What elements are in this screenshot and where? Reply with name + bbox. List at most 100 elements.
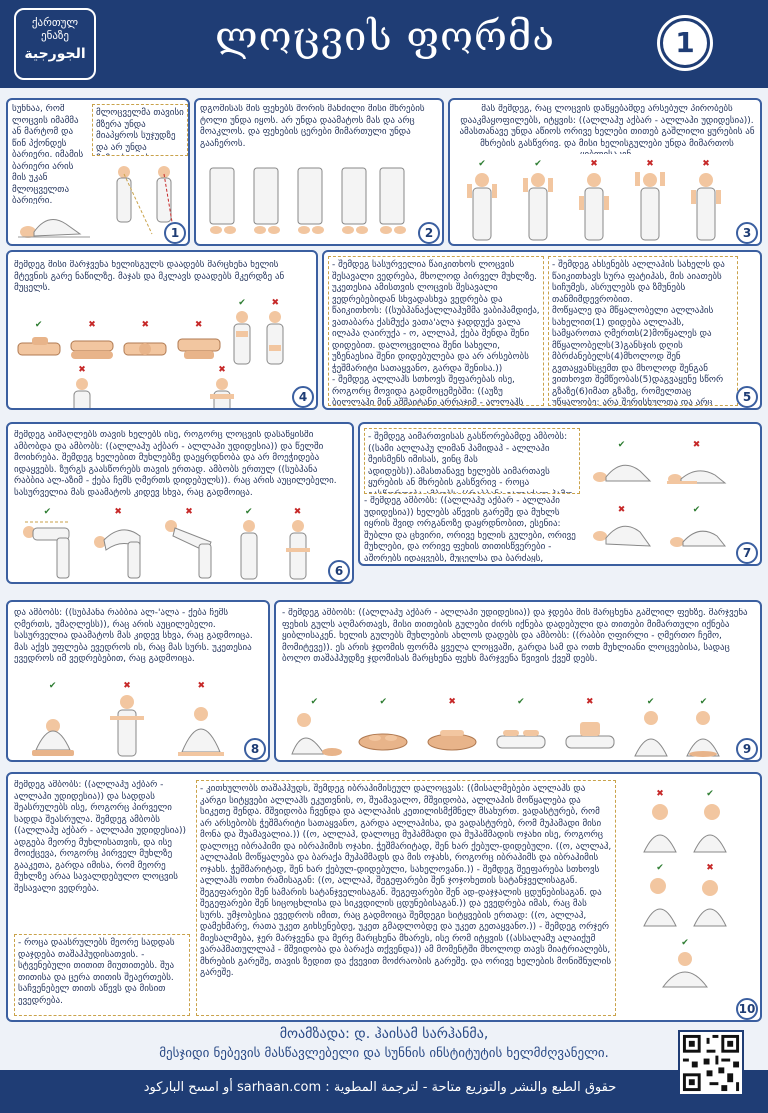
- cross-icon: ✖: [448, 697, 456, 707]
- figure: ✔: [638, 863, 682, 928]
- panel-5-text-2a: - შემდეგ ახსენებს ალლაჰის სახელს და წაიკ…: [552, 260, 725, 305]
- cross-icon: ✖: [617, 505, 626, 515]
- figure: ✔: [665, 505, 729, 550]
- panel-7-text-1: - შემდეგ აიმართვისას გასწორებამდე ამბობს…: [364, 428, 580, 494]
- figure: ✔: [21, 507, 73, 580]
- cross-icon: ✖: [293, 507, 302, 517]
- figure: ✖: [107, 681, 147, 758]
- panel-5-text-1: - შემდეგ სასურველია წაიკითხოს ლოცვის შეს…: [328, 256, 544, 406]
- panel-7: - შემდეგ აიმართვისას გასწორებამდე ამბობს…: [358, 422, 762, 566]
- check-icon: ✔: [692, 505, 701, 515]
- panel-8-number: 8: [244, 738, 266, 760]
- cross-icon: ✖: [185, 507, 193, 517]
- check-icon: ✔: [478, 159, 486, 169]
- logo-line-1: ქართულ: [31, 16, 79, 29]
- cross-icon: ✖: [271, 298, 280, 308]
- logo-line-3: الجورجية: [24, 46, 86, 62]
- figure-row: ✔: [655, 938, 715, 989]
- panel-10-text-1: შემდეგ ამბობს: ((ალლაჰუ აქბარ - ალლაჰი უ…: [14, 780, 186, 894]
- panel-2: დგომისას მის ფეხებს შორის მანძილი მისი მ…: [194, 98, 444, 246]
- panel-10-text-3: - კითხულობს თაშაჰჰუდს, შემდეგ იბრაჰიმისე…: [196, 780, 616, 1016]
- panel-1-number: 1: [164, 222, 186, 244]
- panel-2-text-1: დგომისას მის ფეხებს შორის მანძილი მისი მ…: [200, 104, 425, 149]
- figure: ✖: [207, 365, 237, 408]
- panel-4-figures: ✔ ✖ ✖ ✖ ✔ ✖ ✖ ✖: [12, 298, 292, 408]
- panel-10-text-2: - როცა დაასრულებს მეორე სადდას დაჯდება თ…: [14, 934, 190, 1016]
- panel-6-text-1: შემდეგ აიმაღლებს თავის ხელებს ისე, როგორ…: [14, 430, 337, 498]
- figure: ✔: [655, 938, 715, 989]
- gaze-lines-illustration: [116, 166, 175, 235]
- publisher-logo: ქართულ ენაზე الجورجية: [14, 8, 96, 80]
- panel-2-number: 2: [418, 222, 440, 244]
- panel-6-number: 6: [328, 560, 350, 582]
- figure: ✖: [633, 159, 667, 242]
- check-icon: ✔: [48, 681, 57, 691]
- figure: ✖: [577, 159, 611, 242]
- panel-7-figures: ✔ ✖ ✖ ✔: [584, 430, 734, 560]
- figure: ✔: [465, 159, 499, 242]
- panel-6: შემდეგ აიმაღლებს თავის ხელებს ისე, როგორ…: [6, 422, 354, 584]
- copyright-text: حقوق الطبع والنشر والتوزيع متاحة - لترجم…: [143, 1080, 617, 1095]
- panel-5-text-1b: - შემდეგ ალლაჰს სთხოვს შეფარებას ისე, რო…: [332, 375, 524, 406]
- figure-row: ✖ ✔: [638, 789, 732, 854]
- page-header: [0, 0, 768, 88]
- figure: ✖: [422, 697, 482, 758]
- figure: ✖: [92, 507, 144, 580]
- logo-line-2: ენაზე: [40, 29, 69, 42]
- cross-icon: ✖: [114, 507, 122, 517]
- cross-icon: ✖: [88, 320, 96, 330]
- figure: ✔: [26, 681, 80, 758]
- panel-9-figures: ✔ ✔ ✖ ✔ ✖ ✔ ✔: [280, 672, 730, 758]
- check-icon: ✔: [681, 938, 689, 949]
- check-icon: ✔: [534, 159, 542, 169]
- panel-1-text-1: სუნნაა, რომ ლოცვის იმამმა ან მარტომ და წ…: [12, 104, 84, 204]
- figure: ✔: [491, 697, 551, 758]
- panel-1-text-2: მლოცველმა თავისი მზერა უნდა მიაპყროს სუჯ…: [92, 104, 188, 156]
- cross-icon: ✖: [78, 365, 86, 375]
- panel-5-text-2: - შემდეგ ახსენებს ალლაჰის სახელს და წაიკ…: [548, 256, 738, 406]
- panel-5-text-1a: - შემდეგ სასურველია წაიკითხოს ლოცვის შეს…: [332, 260, 540, 374]
- figure: ✔: [521, 159, 555, 242]
- figure: ✔: [227, 298, 257, 365]
- figure: ✔: [353, 697, 413, 758]
- author-position: მესჯიდი ნებევის მასწავლებელი და სუნნის ი…: [159, 1046, 609, 1061]
- cross-icon: ✖: [656, 788, 664, 799]
- panel-4-number: 4: [292, 386, 314, 408]
- check-icon: ✔: [34, 320, 43, 330]
- panel-1: სუნნაა, რომ ლოცვის იმამმა ან მარტომ და წ…: [6, 98, 190, 246]
- panel-10: შემდეგ ამბობს: ((ალლაჰუ აქბარ - ალლაჰი უ…: [6, 772, 762, 1022]
- check-icon: ✔: [706, 788, 714, 799]
- panel-3-number: 3: [736, 222, 758, 244]
- page-title: ლოცვის ფორმა: [215, 14, 555, 60]
- panel-8: და ამბობს: ((სუბჰანა რაბბია ალ-'ალა - ქე…: [6, 600, 270, 762]
- check-icon: ✔: [310, 697, 319, 707]
- figure: ✖: [560, 697, 620, 758]
- panel-9: - შემდეგ ამბობს: ((ალლაჰუ აქბარ - ალლაჰი…: [274, 600, 762, 762]
- panel-5-text-2b: მოწყალე და მწყალობელი ალლაჰის სახელით(1)…: [552, 306, 724, 406]
- figure: ✖: [665, 440, 729, 485]
- cross-icon: ✖: [586, 697, 594, 707]
- cross-icon: ✖: [123, 681, 131, 691]
- panel-8-figures: ✔ ✖ ✖: [12, 672, 242, 758]
- figure: ✖: [689, 159, 723, 242]
- check-icon: ✔: [379, 697, 388, 707]
- panel-9-number: 9: [736, 738, 758, 760]
- panel-5: - შემდეგ სასურველია წაიკითხოს ლოცვის შეს…: [322, 250, 762, 410]
- cross-icon: ✖: [706, 863, 714, 874]
- figure: ✔: [234, 507, 264, 580]
- panel-7-text-2: - შემდეგ ამბობს: ((ალლაჰუ აქბარ - ალლაჰი…: [364, 496, 576, 562]
- panel-3-text-1: მას შემდეგ, რაც ლოცვის დაწყებამდე არსებუ…: [459, 104, 755, 154]
- figure: ✔: [284, 697, 344, 758]
- panel-3: მას შემდეგ, რაც ლოცვის დაწყებამდე არსებუ…: [448, 98, 762, 246]
- figure-row: ✔ ✖: [638, 863, 732, 928]
- figure: ✖: [163, 507, 215, 580]
- figure: ✔: [688, 789, 732, 854]
- figure: ✖: [283, 507, 313, 580]
- prepared-by: მოამზადა: დ. ჰაისამ სარჰანმა,: [279, 1026, 489, 1042]
- qr-code-icon[interactable]: [678, 1030, 744, 1096]
- figure: ✖: [688, 863, 732, 928]
- panel-10-number: 10: [736, 998, 758, 1020]
- panel-4-text-1: შემდეგ მისი მარჯვენა ხელისგულს დაადებს მ…: [14, 260, 285, 293]
- cross-icon: ✖: [218, 365, 226, 375]
- check-icon: ✔: [656, 863, 664, 874]
